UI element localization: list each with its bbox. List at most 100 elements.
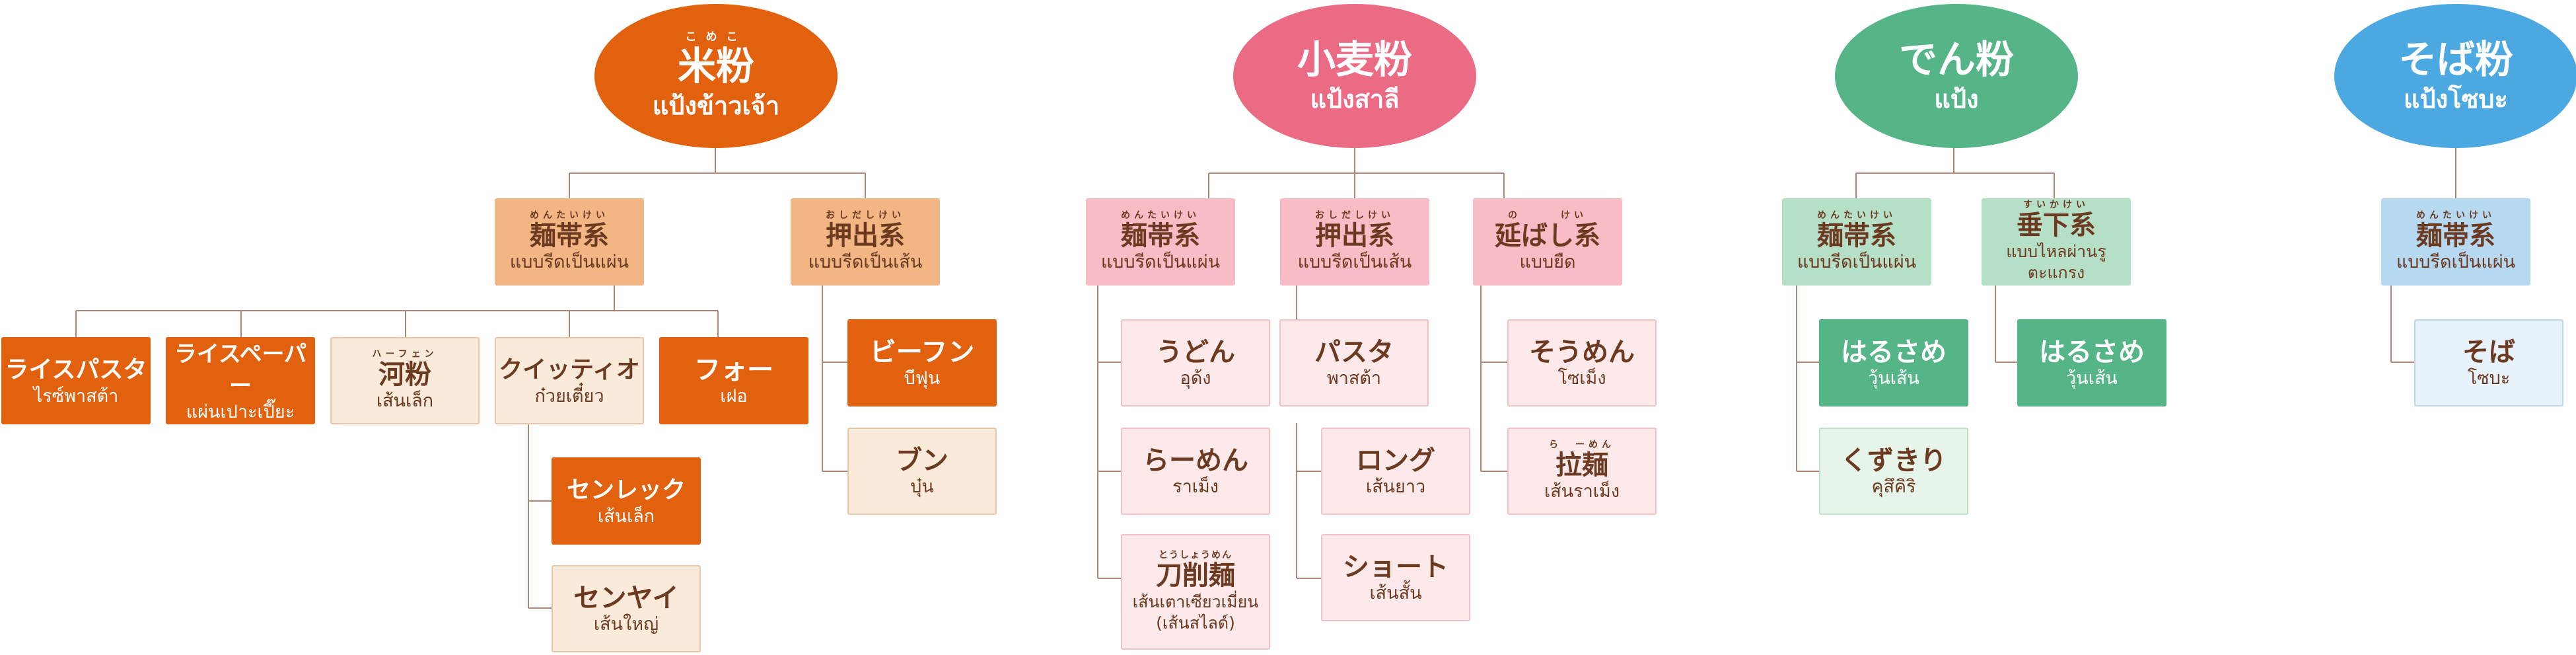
category-ruby: すいかけい [2023, 200, 2089, 210]
item-th: เส้นเตาเซียวเมี่ยน [1132, 592, 1259, 611]
category-jp: 押出系 [826, 221, 905, 251]
category-ruby: の けい [1508, 210, 1587, 221]
connector-rice-ribbon [75, 286, 719, 337]
category-th: แบบรีดเป็นเส้น [1297, 252, 1412, 272]
root-rice-jp: 米粉 [677, 44, 754, 89]
category-jp: 垂下系 [2017, 210, 2096, 241]
root-soba-flour: そば粉 แป้งโซบะ [2334, 4, 2576, 148]
item-udon: うどん อุด้ง [1121, 319, 1270, 406]
item-toshomen: とうしょうめん 刀削麺 เส้นเตาเซียวเมี่ยน (เส้นสไลด… [1121, 534, 1270, 650]
category-jp: 麺帯系 [1121, 221, 1200, 251]
connector-starch-ribbon [1796, 286, 1819, 472]
root-soba-th: แป้งโซบะ [2404, 85, 2508, 114]
category-jp: 麺帯系 [530, 221, 609, 251]
root-rice-flour: こめこ 米粉 แป้งข้าวเจ้า [594, 4, 838, 148]
item-th: เส้นสั้น [1369, 583, 1422, 603]
category-starch-ribbon: めんたいけい 麺帯系 แบบรีดเป็นแผ่น [1782, 198, 1931, 286]
item-jp: ショート [1343, 552, 1449, 582]
category-jp: 麺帯系 [2416, 221, 2495, 251]
item-th: แผ่นเปาะเปี๊ยะ [186, 402, 295, 422]
root-starch: でん粉 แป้ง [1835, 4, 2078, 148]
category-ruby: おしだしけい [1315, 210, 1394, 221]
item-jp: そば [2462, 337, 2515, 367]
item-harusame-drip: はるさめ วุ้นเส้น [2017, 319, 2166, 406]
item-jp: ロング [1356, 445, 1435, 476]
category-wheat-stretch: の けい 延ばし系 แบบยืด [1473, 198, 1622, 286]
item-jp: くずきり [1841, 445, 1947, 476]
item-jp: 刀削麺 [1156, 560, 1235, 591]
item-ruby: ハーフェン [372, 349, 438, 360]
item-jp: 拉麺 [1556, 450, 1608, 481]
category-th: แบบรีดเป็นเส้น [808, 252, 923, 272]
item-kuzukiri: くずきり คุสึคิริ [1819, 428, 1968, 515]
item-pho: フォー เฝอ [659, 337, 808, 424]
item-bifun: ビーフン บีฟุน [847, 319, 997, 406]
category-th: แบบรีดเป็นแผ่น [2396, 252, 2516, 272]
item-th: วุ้นเส้น [1868, 368, 1919, 389]
item-th: เส้นราเม็ง [1544, 481, 1620, 502]
item-jp: ブン [896, 445, 948, 476]
item-ruby: ら ーめん [1549, 440, 1615, 450]
item-sen-yai: センヤイ เส้นใหญ่ [552, 565, 701, 652]
category-wheat-ribbon: めんたいけい 麺帯系 แบบรีดเป็นแผ่น [1086, 198, 1235, 286]
root-rice-ruby: こめこ [685, 30, 747, 44]
item-long: ロング เส้นยาว [1321, 428, 1470, 515]
category-th: แบบรีดเป็นแผ่น [1100, 252, 1221, 272]
root-wheat-flour: 小麦粉 แป้งสาลี [1233, 4, 1476, 148]
item-jp: ビーフン [869, 337, 975, 367]
connector-rice-extruded [822, 286, 847, 472]
category-th: แบบรีดเป็นแผ่น [1797, 252, 1917, 272]
category-th: แบบไหลผ่านรูตะแกรง [2006, 242, 2106, 282]
item-th: เส้นใหญ่ [593, 614, 659, 635]
item-jp: うどん [1156, 337, 1235, 367]
root-wheat-th: แป้งสาลี [1310, 85, 1400, 114]
root-starch-th: แป้ง [1934, 85, 1979, 114]
root-starch-jp: でん粉 [1898, 37, 2014, 82]
category-ruby: おしだしけい [826, 210, 905, 221]
category-soba-ribbon: めんたいけい 麺帯系 แบบรีดเป็นแผ่น [2381, 198, 2530, 286]
root-wheat-jp: 小麦粉 [1297, 37, 1412, 82]
item-jp: らーめん [1143, 445, 1248, 476]
item-jp: 河粉 [378, 360, 431, 390]
item-pasta: パスタ พาสต้า [1279, 319, 1429, 406]
item-th: พาสต้า [1326, 368, 1382, 389]
item-th: ก๋วยเตี๋ยว [534, 386, 604, 406]
connector-wheat-stretch [1480, 286, 1507, 472]
item-jp: フォー [694, 355, 773, 385]
category-ruby: めんたいけい [2416, 210, 2495, 221]
connector-wheat-ribbon [1097, 286, 1121, 579]
item-harusame-ribbon: はるさめ วุ้นเส้น [1819, 319, 1968, 406]
item-jp: ライスパスタ [5, 356, 147, 383]
item-th: ไรซ์พาสต้า [33, 386, 119, 406]
item-ruby: とうしょうめん [1159, 549, 1233, 560]
category-jp: 延ばし系 [1495, 221, 1600, 251]
root-rice-th: แป้งข้าวเจ้า [652, 91, 780, 120]
category-rice-ribbon: めんたいけい 麺帯系 แบบรีดเป็นแผ่น [495, 198, 644, 286]
connector-wheat-root [1208, 147, 1505, 198]
root-soba-jp: そば粉 [2398, 37, 2513, 82]
category-starch-drip: すいかけい 垂下系 แบบไหลผ่านรูตะแกรง [1982, 198, 2131, 286]
connector-kuitiao [528, 424, 552, 609]
item-jp: パスタ [1314, 337, 1394, 367]
connector-starch-root [1855, 147, 2055, 198]
category-ruby: めんたいけい [1817, 210, 1896, 221]
category-th: แบบรีดเป็นแผ่น [509, 252, 629, 272]
item-th: โซบะ [2467, 368, 2511, 389]
item-jp: センヤイ [573, 583, 679, 613]
item-th: วุ้นเส้น [2066, 368, 2118, 389]
item-th: เส้นยาว [1365, 477, 1426, 497]
item-jp: はるさめ [1841, 337, 1947, 367]
connector-starch-drip [1995, 286, 2017, 363]
category-th: แบบยืด [1519, 252, 1576, 272]
item-ramen: らーめん ราเม็ง [1121, 428, 1270, 515]
category-jp: 押出系 [1315, 221, 1394, 251]
item-th: คุสึคิริ [1871, 477, 1916, 497]
item-th: เส้นเล็ก [376, 391, 434, 411]
item-somen: そうめん โซเม็ง [1507, 319, 1657, 406]
item-bun: ブン บุ๋น [847, 428, 997, 515]
category-ruby: めんたいけい [1121, 210, 1200, 221]
category-rice-extruded: おしだしけい 押出系 แบบรีดเป็นเส้น [791, 198, 940, 286]
item-jp: センレック [566, 477, 686, 504]
item-short: ショート เส้นสั้น [1321, 534, 1470, 621]
item-jp: ライスペーパー [174, 341, 307, 399]
